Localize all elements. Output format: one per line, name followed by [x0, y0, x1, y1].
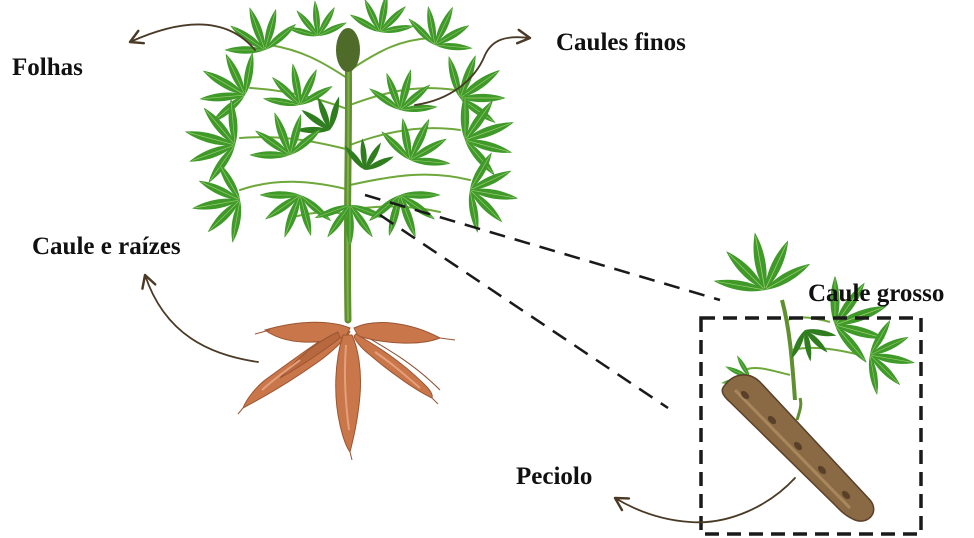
petiole-label: Peciolo	[516, 464, 592, 489]
stem-and-roots-label: Caule e raízes	[32, 234, 181, 259]
petiole-callout-arrow	[615, 478, 795, 522]
thick-stem-label: Caule grosso	[808, 281, 944, 306]
stem-roots-callout-arrow	[145, 275, 258, 362]
cassava-roots-illustration	[238, 322, 455, 460]
thin-stems-label: Caules finos	[556, 30, 686, 55]
leaves-label: Folhas	[12, 55, 83, 80]
stem-cutting-illustration	[705, 224, 922, 521]
cassava-plant-illustration	[173, 0, 529, 320]
